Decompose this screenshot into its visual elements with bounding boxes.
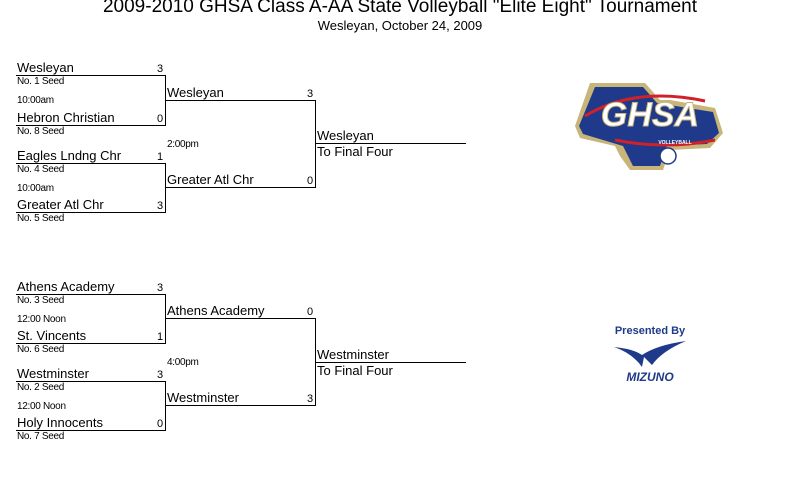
team-name: Wesleyan (17, 60, 74, 75)
page-subtitle: Wesleyan, October 24, 2009 (317, 18, 483, 33)
team-line (16, 125, 166, 126)
bracket-connector (165, 381, 166, 430)
semi-team-score: 3 (307, 88, 314, 100)
winner-name: Westminster (317, 347, 389, 362)
team-name: Hebron Christian (17, 110, 115, 125)
team-line (16, 430, 166, 431)
winner-name: Wesleyan (317, 128, 374, 143)
bracket-connector (165, 75, 166, 125)
bracket-connector (165, 163, 166, 212)
semi-team-line (166, 187, 316, 188)
team-name: St. Vincents (17, 328, 87, 343)
team-line (16, 212, 166, 213)
semi-time: 2:00pm (167, 138, 199, 150)
ghsa-volleyball-logo: GHSA VOLLEYBALL (575, 83, 723, 170)
team-name: Greater Atl Chr (17, 197, 104, 212)
team-seed: No. 6 Seed (17, 344, 65, 355)
match-time: 12:00 Noon (17, 313, 66, 325)
team-score: 3 (157, 369, 164, 381)
team-score: 0 (157, 113, 164, 125)
team-seed: No. 7 Seed (17, 431, 65, 442)
team-line (16, 294, 166, 295)
team-score: 1 (157, 151, 164, 163)
team-name: Eagles Lndng Chr (17, 148, 122, 163)
logo-subtext: VOLLEYBALL (658, 140, 691, 146)
winner-line (316, 362, 466, 363)
bracket-connector (315, 100, 316, 187)
winner-line (316, 143, 466, 144)
team-line (16, 343, 166, 344)
semi-team-name: Westminster (167, 390, 239, 405)
team-seed: No. 1 Seed (17, 76, 65, 87)
winner-note: To Final Four (317, 363, 393, 378)
page-title: 2009-2010 GHSA Class A-AA State Volleyba… (102, 0, 698, 17)
semi-team-line (166, 318, 316, 319)
team-line (16, 163, 166, 164)
team-score: 3 (157, 63, 164, 75)
team-score: 1 (157, 331, 164, 343)
presented-by-label: Presented By (614, 325, 686, 337)
match-time: 10:00am (17, 182, 54, 194)
semi-team-line (166, 405, 316, 406)
semi-team-line (166, 100, 316, 101)
team-seed: No. 3 Seed (17, 295, 65, 306)
team-line (16, 75, 166, 76)
semi-time: 4:00pm (167, 356, 199, 368)
team-seed: No. 5 Seed (17, 213, 65, 224)
semi-team-score: 0 (307, 175, 314, 187)
semi-team-score: 3 (307, 393, 314, 405)
match-time: 10:00am (17, 95, 54, 106)
winner-note: To Final Four (317, 144, 393, 159)
team-name: Westminster (17, 366, 89, 381)
bracket-connector (165, 294, 166, 343)
semi-team-name: Athens Academy (167, 303, 265, 318)
team-score: 3 (157, 282, 164, 294)
team-score: 3 (157, 200, 164, 212)
mizuno-logo-text: MIZUNO (626, 370, 674, 383)
team-line (16, 381, 166, 382)
mizuno-logo: MIZUNO (614, 341, 686, 383)
volleyball-icon (659, 147, 677, 165)
logo-text: GHSA (601, 96, 699, 134)
semi-team-name: Greater Atl Chr (167, 172, 254, 187)
bracket-connector (315, 318, 316, 405)
semi-team-score: 0 (307, 306, 314, 318)
team-score: 0 (157, 418, 164, 430)
team-seed: No. 8 Seed (17, 126, 65, 137)
semi-team-name: Wesleyan (167, 85, 224, 100)
team-name: Athens Academy (17, 279, 115, 294)
match-time: 12:00 Noon (17, 400, 66, 412)
team-seed: No. 2 Seed (17, 382, 65, 393)
team-name: Holy Innocents (17, 415, 103, 430)
team-seed: No. 4 Seed (17, 164, 65, 175)
